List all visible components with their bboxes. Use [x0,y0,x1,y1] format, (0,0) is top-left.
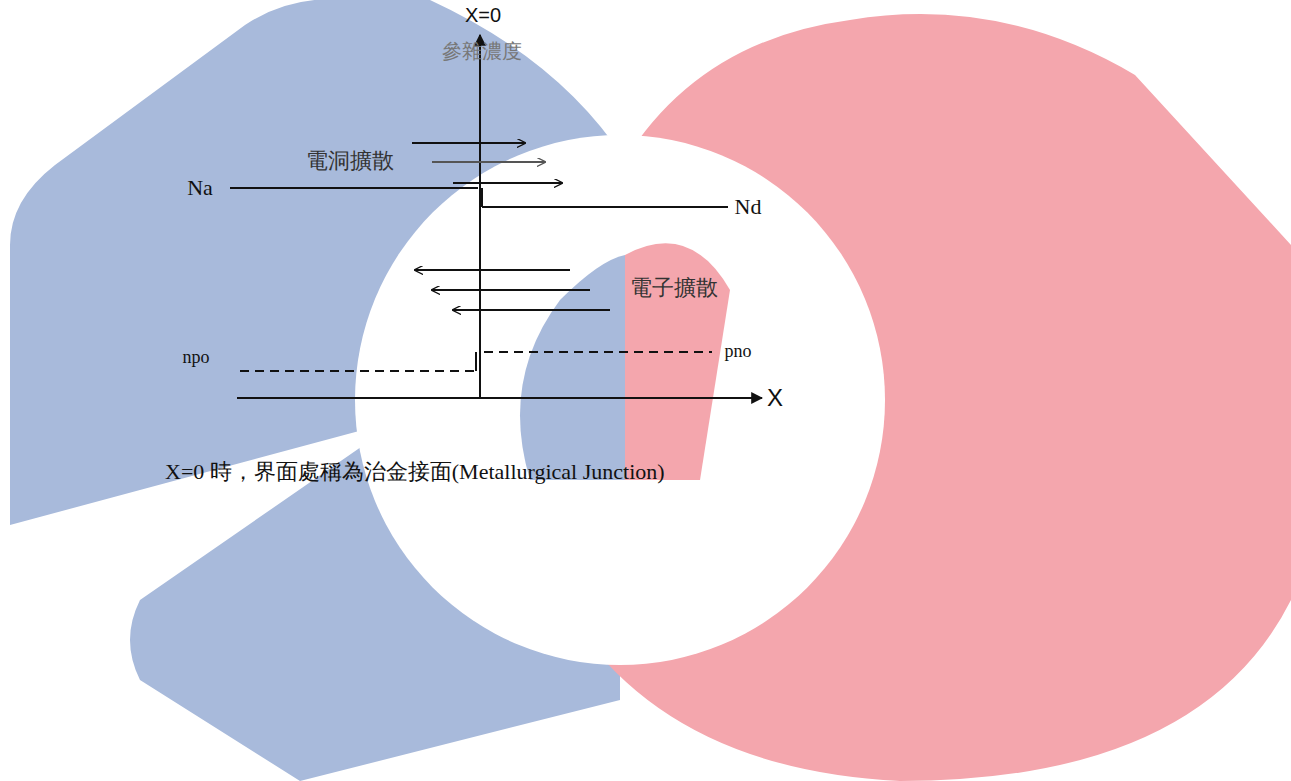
diffusion-arrow [415,269,570,271]
step-line [475,352,477,371]
minority-hole-label: pno [725,341,752,363]
figure-caption: X=0 時，界面處稱為治金接面(Metallurgical Junction) [165,459,665,485]
minority-electron-level [240,370,476,372]
acceptor-label: Na [187,175,213,201]
junction-position: X=0 [465,3,501,27]
donor-level [482,206,728,208]
diffusion-arrow [432,161,545,163]
minority-electron-label: npo [183,347,210,369]
concentration-axis [479,35,481,398]
position-axis [237,397,762,399]
hole-diffusion-label: 電洞擴散 [306,148,394,174]
acceptor-level [230,187,478,189]
minority-hole-level [484,351,712,353]
electron-diffusion-label: 電子擴散 [630,275,718,301]
diffusion-arrow [432,289,590,291]
diffusion-arrow [453,182,562,184]
donor-label: Nd [735,194,762,220]
diffusion-arrow [453,309,610,311]
diffusion-arrow [412,142,525,144]
step-line [481,188,483,207]
watermark-logo [10,0,1291,781]
axis-label: X [767,384,783,413]
axis-title: 參雜濃度 [442,39,522,63]
